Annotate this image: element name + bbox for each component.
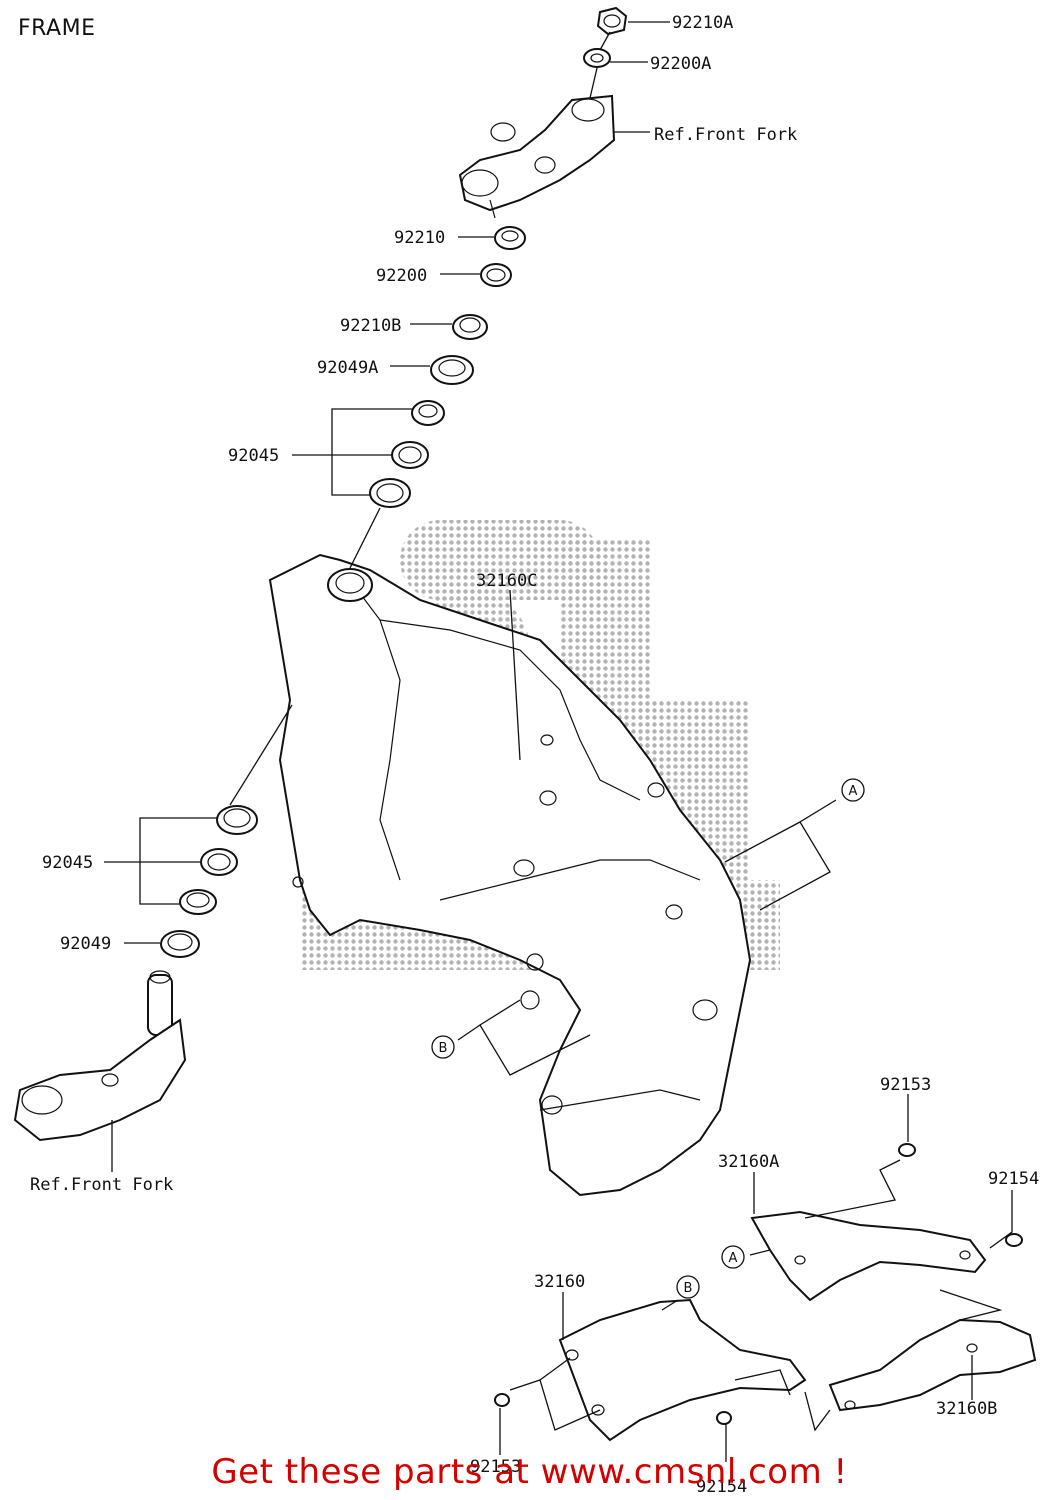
label-ref-front-fork-top: Ref.Front Fork	[654, 125, 797, 145]
label-92154-right: 92154	[988, 1169, 1039, 1189]
label-92210B: 92210B	[340, 316, 401, 336]
washer-92200A	[583, 48, 611, 68]
svg-text:A: A	[729, 1251, 738, 1266]
washer-92200	[480, 263, 512, 287]
bolt-92153-bottom	[494, 1393, 510, 1407]
label-32160C: 32160C	[476, 571, 537, 591]
callout-A2: A	[721, 1245, 745, 1269]
callout-A: A	[841, 778, 865, 802]
label-92153-bottom: 92153	[470, 1457, 521, 1477]
label-ref-front-fork-bottom: Ref.Front Fork	[30, 1175, 173, 1195]
bolt-92153-right	[898, 1143, 916, 1157]
label-92153-right: 92153	[880, 1075, 931, 1095]
bearing-92045-top	[369, 400, 445, 508]
label-92200: 92200	[376, 266, 427, 286]
nut-92210A	[596, 6, 628, 36]
lower-triple-clamp	[13, 970, 187, 1142]
upper-triple-clamp	[458, 94, 616, 219]
bolt-92154-bottom	[716, 1411, 732, 1425]
label-32160A: 32160A	[718, 1152, 779, 1172]
nut-92210B	[452, 314, 488, 340]
svg-text:B: B	[684, 1281, 693, 1296]
bracket-32160B	[828, 1318, 1037, 1412]
label-92210: 92210	[394, 228, 445, 248]
label-92045-top: 92045	[228, 446, 279, 466]
leader-lines	[104, 21, 1013, 1462]
label-32160: 32160	[534, 1272, 585, 1292]
nut-92210	[494, 226, 526, 250]
bracket-32160A	[750, 1210, 987, 1302]
bearing-92045-bottom	[179, 805, 258, 915]
seal-92049	[160, 930, 200, 958]
footer-banner[interactable]: Get these parts at www.cmsnl.com !	[211, 1452, 848, 1492]
seal-92049A	[430, 355, 474, 385]
frame-body-32160C	[268, 553, 752, 1197]
label-92154-bottom: 92154	[696, 1477, 747, 1497]
label-92210A: 92210A	[672, 13, 733, 33]
bracket-32160	[558, 1298, 807, 1442]
svg-text:A: A	[849, 784, 858, 799]
svg-text:B: B	[439, 1041, 448, 1056]
label-92200A: 92200A	[650, 54, 711, 74]
label-92049A: 92049A	[317, 358, 378, 378]
label-92045-bottom: 92045	[42, 853, 93, 873]
label-32160B: 32160B	[936, 1399, 997, 1419]
label-92049: 92049	[60, 934, 111, 954]
page-title: FRAME	[18, 16, 96, 41]
callout-B2: B	[676, 1275, 700, 1299]
callout-B: B	[431, 1035, 455, 1059]
bolt-92154-right	[1005, 1233, 1023, 1247]
